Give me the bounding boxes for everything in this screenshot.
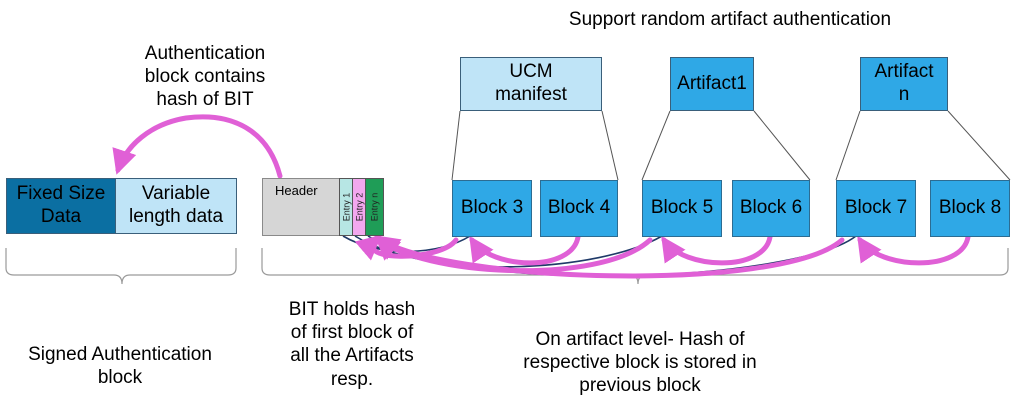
trapezoid-line	[601, 110, 619, 181]
artifact-n-box: Artifact n	[860, 57, 948, 111]
ucm-manifest-box: UCM manifest	[460, 57, 602, 111]
arrow-block8-to-block7	[857, 234, 971, 266]
auth-note: Authentication block contains hash of BI…	[144, 43, 266, 111]
brace-signed-block	[5, 248, 237, 285]
trapezoid-line	[947, 110, 1011, 181]
link-entryn-block7	[367, 235, 857, 277]
caption-bit-holds-hash: BIT holds hash of first block of all the…	[288, 299, 416, 390]
caption-signed-auth-block: Signed Authentication block	[28, 344, 212, 389]
fixed-size-data-box: Fixed Size Data	[6, 178, 116, 234]
bit-entry-2: Entry 2	[352, 178, 366, 236]
block-7: Block 7	[836, 180, 916, 237]
bit-header-box: Header	[262, 178, 340, 236]
trapezoid-line	[641, 110, 671, 181]
artifact1-box: Artifact1	[670, 57, 754, 111]
trapezoid-line	[451, 110, 461, 181]
bit-entry-2-label: Entry 2	[354, 192, 365, 222]
bit-entry-n: Entry n	[365, 178, 384, 236]
diagram-title: Support random artifact authentication	[568, 9, 892, 30]
arrow-bit-to-auth-block	[112, 114, 283, 179]
block-4: Block 4	[540, 180, 618, 237]
caption-artifact-level: On artifact level- Hash of respective bl…	[523, 329, 757, 397]
block-3: Block 3	[452, 180, 532, 237]
arrow-block7-to-bit	[373, 235, 845, 279]
trapezoid-line	[753, 110, 811, 181]
arrow-block6-to-block5	[661, 234, 773, 266]
bit-entry-1: Entry 1	[339, 178, 353, 236]
arrow-block4-to-block3	[469, 234, 581, 266]
brace-bit-and-artifacts	[261, 248, 1009, 285]
block-6: Block 6	[732, 180, 810, 237]
bit-entry-1-label: Entry 1	[341, 192, 352, 222]
trapezoid-line	[835, 110, 861, 181]
variable-length-data-box: Variable length data	[115, 178, 237, 234]
bit-entry-n-label: Entry n	[369, 192, 380, 222]
block-5: Block 5	[642, 180, 722, 237]
block-8: Block 8	[930, 180, 1010, 237]
